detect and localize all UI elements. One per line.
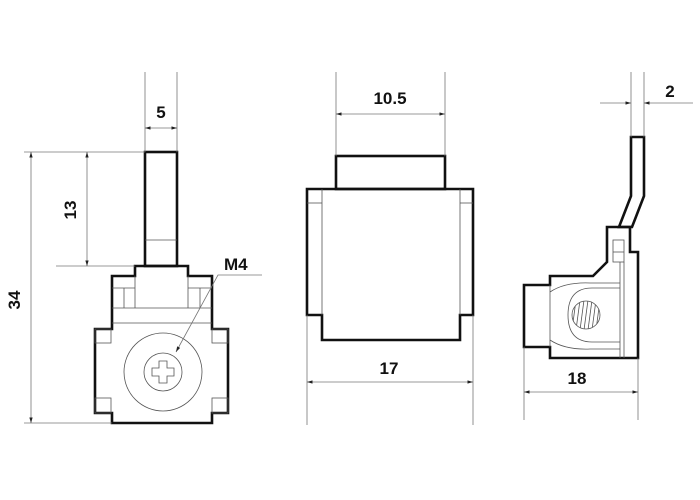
top-view: 10.5 17 (305, 72, 475, 425)
dim-height-34: 34 (5, 290, 24, 309)
front-view: 5 13 34 M4 (5, 72, 262, 425)
clamp-body-outline (93, 264, 230, 425)
top-body-outline (305, 187, 475, 342)
side-body-outline (522, 225, 640, 360)
dim-height-13: 13 (61, 201, 80, 220)
side-blade (617, 135, 646, 229)
screw-head (143, 352, 183, 392)
thread-label-m4: M4 (224, 255, 248, 274)
dim-width-17: 17 (380, 359, 399, 378)
side-view: 2 18 (522, 72, 693, 420)
dim-depth-18: 18 (568, 369, 587, 388)
dim-width-5: 5 (156, 103, 165, 122)
terminal-blade (143, 150, 179, 268)
washer (123, 332, 203, 412)
dim-thickness-2: 2 (665, 82, 674, 101)
dim-width-10-5: 10.5 (373, 89, 406, 108)
phillips-cross-icon (151, 360, 175, 384)
